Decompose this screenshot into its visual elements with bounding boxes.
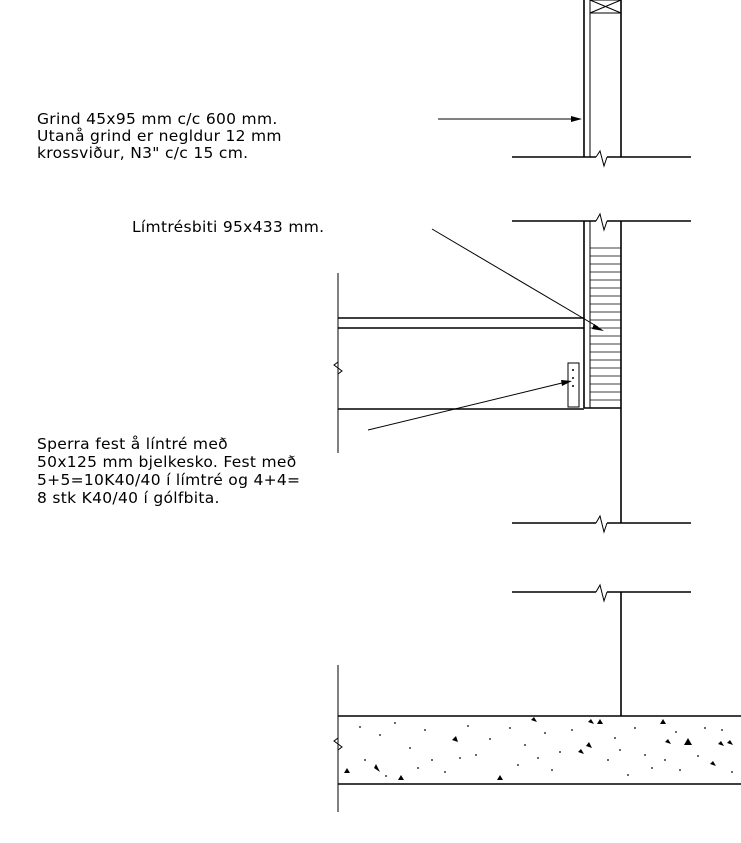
middle-wall (583, 221, 622, 523)
break-line-2 (512, 212, 691, 232)
rafter-note-line-1: Sperra fest å líntré með (37, 435, 228, 453)
joist-hanger (567, 362, 580, 408)
concrete-slab (333, 665, 741, 812)
frame-note-line-3: krossviður, N3" c/c 15 cm. (37, 144, 248, 162)
frame-note-line-2: Utanå grind er negldur 12 mm (37, 127, 282, 145)
frame-leader (438, 116, 582, 122)
glulam-beam-lamellae (590, 247, 621, 401)
frame-annotation: Grind 45x95 mm c/c 600 mm. Utanå grind e… (37, 110, 282, 162)
break-line-3 (512, 514, 691, 534)
rafter-note-line-4: 8 stk K40/40 í gólfbita. (37, 489, 220, 507)
concrete-hatch (344, 717, 733, 780)
rafter-section (333, 273, 584, 453)
break-line-4 (512, 583, 691, 603)
glulam-leader (431, 228, 604, 331)
hanger-leader (367, 380, 572, 431)
glulam-note-line-1: Límtrésbiti 95x433 mm. (132, 218, 324, 236)
rafter-note-line-2: 50x125 mm bjelkesko. Fest með (37, 453, 297, 471)
top-wall-stud (583, 0, 622, 157)
rafter-note-line-3: 5+5=10K40/40 í límtré og 4+4= (37, 471, 300, 489)
break-line-1 (512, 149, 691, 168)
glulam-annotation: Límtrésbiti 95x433 mm. (132, 218, 324, 236)
frame-note-line-1: Grind 45x95 mm c/c 600 mm. (37, 110, 278, 128)
rafter-annotation: Sperra fest å líntré með 50x125 mm bjelk… (37, 435, 300, 507)
